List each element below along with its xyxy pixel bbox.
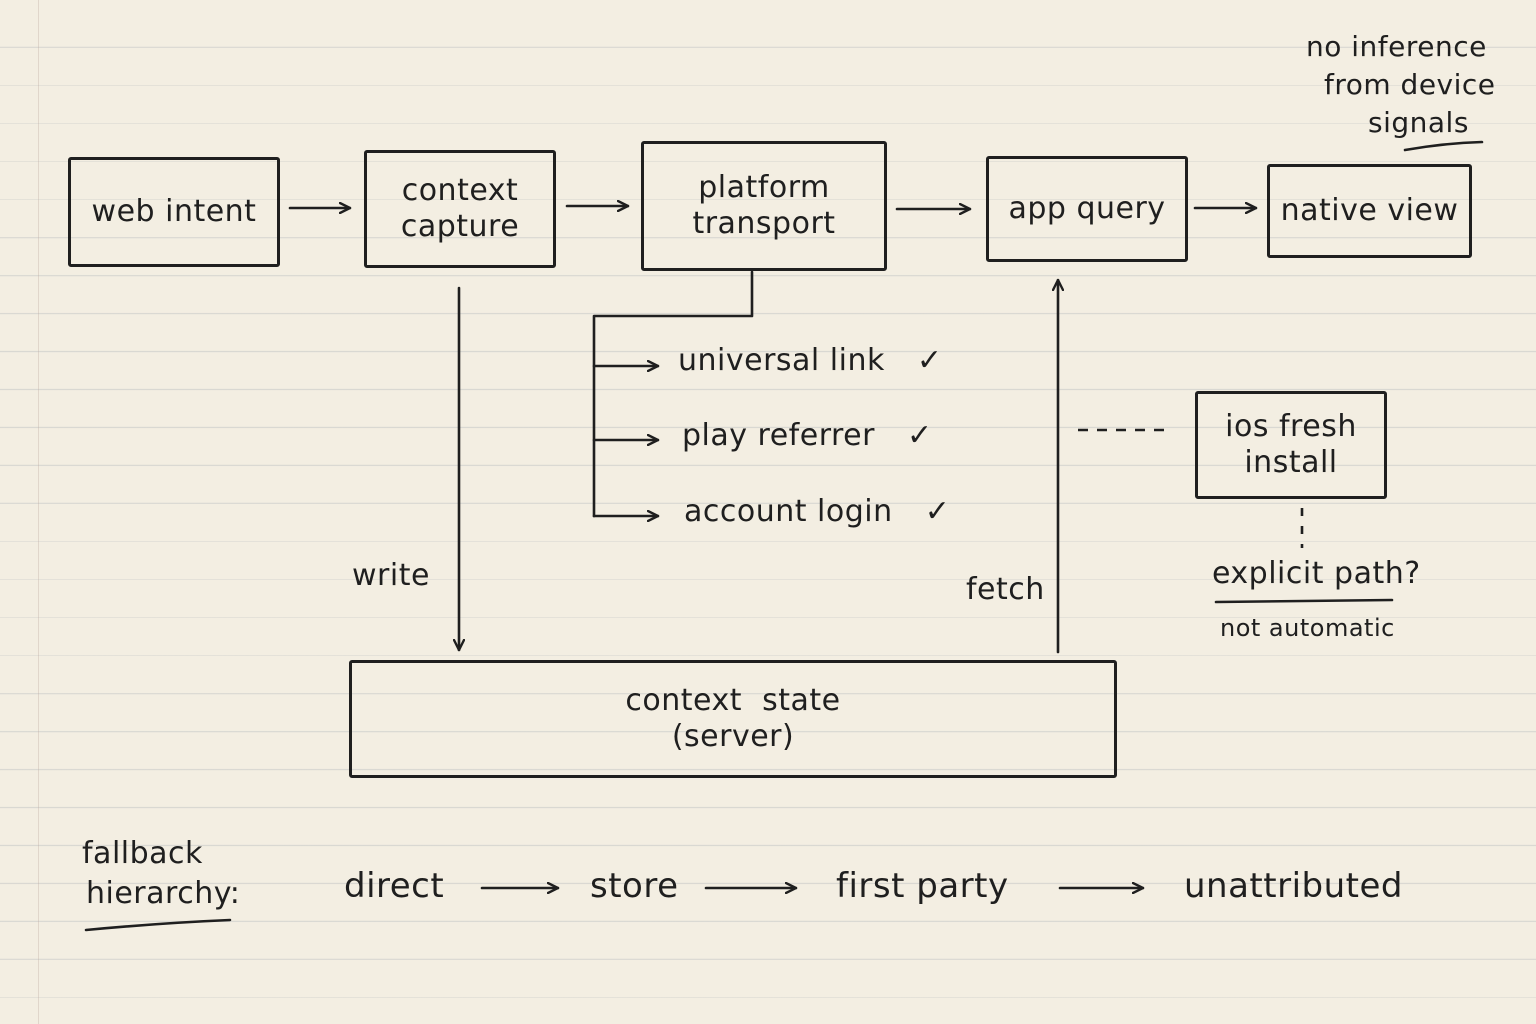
ios-box-label-2: install: [1244, 445, 1338, 480]
write-label: write: [352, 558, 430, 593]
context-capture-box: context capture: [364, 150, 556, 268]
fallback-step-store: store: [590, 866, 679, 906]
context-capture-label-1: context: [401, 173, 519, 208]
not-automatic-note: not automatic: [1220, 614, 1395, 642]
platform-transport-label-1: platform: [698, 170, 830, 205]
ios-box-label-1: ios fresh: [1225, 409, 1357, 444]
no-inference-note-3: signals: [1368, 106, 1469, 139]
context-capture-label-2: capture: [400, 209, 520, 244]
fallback-step-unattributed: unattributed: [1184, 866, 1403, 906]
native-view-box: native view: [1267, 164, 1472, 258]
ios-fresh-install-box: ios fresh install: [1195, 391, 1387, 499]
transport-universal-link: universal link ✓: [678, 343, 943, 378]
transport-label: account login: [684, 494, 893, 529]
check-icon: ✓: [907, 418, 933, 453]
transport-play-referrer: play referrer ✓: [682, 418, 933, 453]
no-inference-note-1: no inference: [1306, 30, 1487, 63]
fallback-title-2: hierarchy:: [86, 876, 241, 911]
context-state-label-2: (server): [671, 719, 795, 754]
transport-label: universal link: [678, 343, 885, 378]
fetch-label: fetch: [966, 572, 1045, 607]
platform-transport-box: platform transport: [641, 141, 887, 271]
fallback-underline: [84, 918, 232, 932]
explicit-path-question: explicit path?: [1212, 556, 1421, 591]
check-icon: ✓: [924, 494, 951, 529]
fallback-step-first-party: first party: [836, 866, 1009, 906]
explicit-path-underline: [1214, 598, 1394, 604]
no-inference-note-2: from device: [1324, 68, 1496, 101]
top-note-underline: [1403, 140, 1484, 152]
native-view-label: native view: [1280, 193, 1459, 228]
platform-transport-label-2: transport: [692, 206, 836, 241]
margin-line: [38, 0, 39, 1024]
fallback-title-1: fallback: [82, 836, 203, 871]
app-query-label: app query: [1008, 191, 1166, 226]
transport-account-login: account login ✓: [684, 494, 950, 529]
transport-label: play referrer: [682, 418, 875, 453]
web-intent-box: web intent: [68, 157, 280, 267]
context-state-box: context state (server): [349, 660, 1117, 778]
transport-branch-line: [592, 270, 754, 518]
app-query-box: app query: [986, 156, 1188, 262]
context-state-label-1: context state: [625, 683, 841, 718]
fallback-step-direct: direct: [344, 866, 445, 906]
web-intent-label: web intent: [91, 194, 257, 229]
check-icon: ✓: [916, 343, 943, 378]
